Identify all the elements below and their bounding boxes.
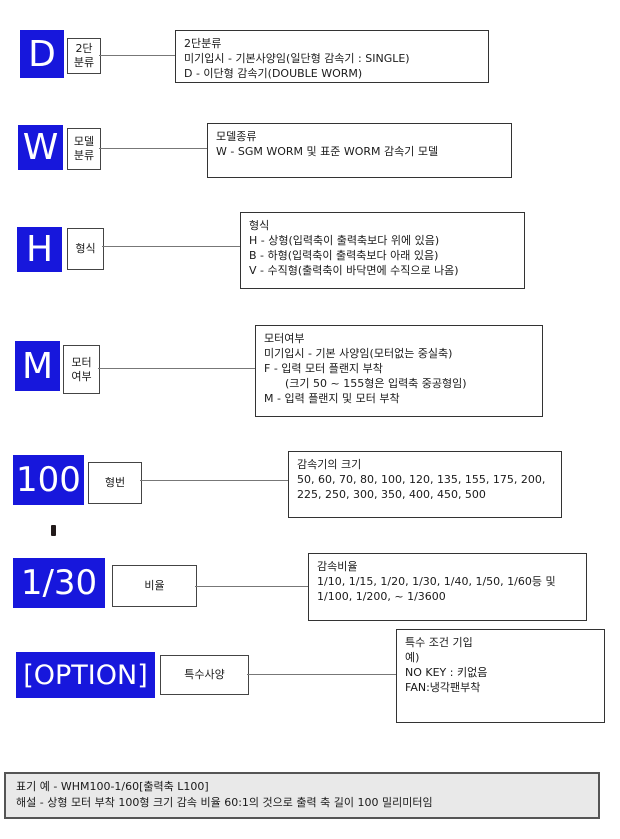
desc-line: V - 수직형(출력축이 바닥면에 수직으로 나옴)	[249, 264, 459, 277]
desc-title: 형식	[249, 219, 270, 232]
desc-title: 특수 조건 기입	[405, 636, 473, 649]
desc-title: 모델종류	[216, 130, 257, 143]
desc-box-size: 감속기의 크기 50, 60, 70, 80, 100, 120, 135, 1…	[288, 451, 562, 518]
desc-line: D - 이단형 감속기(DOUBLE WORM)	[184, 67, 363, 80]
connector-line	[247, 674, 396, 675]
desc-title: 모터여부	[264, 332, 305, 345]
tag-box-teuksusayang: 특수사양	[160, 655, 249, 695]
tag-line: 특수사양	[184, 668, 225, 681]
tag-box-hyeongbeon: 형번	[88, 462, 142, 504]
desc-line: FAN:냉각팬부착	[405, 681, 481, 694]
notation-explanation-line: 해설 - 상형 모터 부착 100형 크기 감속 비율 60:1의 것으로 출력…	[16, 796, 433, 809]
desc-line: F - 입력 모터 플랜지 부착	[264, 362, 383, 375]
tag-line: 분류	[73, 149, 95, 162]
tag-box-motor-yeobu: 모터 여부	[63, 345, 100, 394]
code-box-2dan: D	[20, 30, 64, 78]
desc-box-hyeongsik: 형식 H - 상형(입력축이 출력축보다 위에 있음) B - 하형(입력축이 …	[240, 212, 525, 289]
desc-box-motor: 모터여부 미기입시 - 기본 사양임(모터없는 중실축) F - 입력 모터 플…	[255, 325, 543, 417]
connector-line	[99, 148, 207, 149]
desc-line: H - 상형(입력축이 출력축보다 위에 있음)	[249, 234, 440, 247]
desc-line: 50, 60, 70, 80, 100, 120, 135, 155, 175,…	[297, 473, 546, 486]
code-box-hyeongbeon: 100	[13, 455, 84, 505]
connector-line	[98, 368, 255, 369]
desc-title: 감속기의 크기	[297, 458, 362, 471]
connector-line	[102, 246, 240, 247]
code-box-model: W	[18, 125, 63, 170]
connector-line	[195, 586, 308, 587]
desc-line: (크기 50 ~ 155형은 입력축 중공형임)	[264, 377, 467, 390]
desc-title: 2단분류	[184, 37, 222, 50]
code-box-motor: M	[15, 341, 60, 391]
separator-tick	[51, 525, 56, 536]
connector-line	[140, 480, 288, 481]
desc-box-2dan: 2단분류 미기입시 - 기본사양임(일단형 감속기 : SINGLE) D - …	[175, 30, 489, 83]
desc-line: 225, 250, 300, 350, 400, 450, 500	[297, 488, 486, 501]
tag-line: 형번	[104, 476, 126, 489]
desc-line: NO KEY : 키없음	[405, 666, 488, 679]
tag-box-hyeongsik: 형식	[67, 228, 104, 270]
tag-line: 분류	[73, 56, 95, 69]
connector-line	[99, 55, 175, 56]
tag-line: 비율	[144, 579, 165, 592]
tag-box-biyul: 비율	[112, 565, 197, 607]
desc-box-ratio: 감속비율 1/10, 1/15, 1/20, 1/30, 1/40, 1/50,…	[308, 553, 587, 621]
tag-line: 2단	[75, 42, 93, 55]
notation-example-box: 표기 예 - WHM100-1/60[출력축 L100] 해설 - 상형 모터 …	[4, 772, 600, 819]
desc-line: 미기입시 - 기본사양임(일단형 감속기 : SINGLE)	[184, 52, 410, 65]
tag-line: 모터	[71, 355, 92, 369]
tag-box-2dan-bunryu: 2단 분류	[67, 38, 101, 74]
tag-line: 모델	[73, 135, 95, 148]
desc-line: 미기입시 - 기본 사양임(모터없는 중실축)	[264, 347, 453, 360]
tag-line: 형식	[75, 242, 96, 255]
notation-example-line: 표기 예 - WHM100-1/60[출력축 L100]	[16, 780, 209, 793]
desc-box-option: 특수 조건 기입 예) NO KEY : 키없음 FAN:냉각팬부착	[396, 629, 605, 723]
desc-line: 예)	[405, 651, 420, 664]
desc-line: W - SGM WORM 및 표준 WORM 감속기 모델	[216, 145, 439, 158]
code-box-option: [OPTION]	[16, 652, 155, 698]
desc-title: 감속비율	[317, 560, 358, 573]
desc-line: M - 입력 플랜지 및 모터 부착	[264, 392, 400, 405]
desc-line: B - 하형(입력축이 출력축보다 아래 있음)	[249, 249, 439, 262]
desc-box-model: 모델종류 W - SGM WORM 및 표준 WORM 감속기 모델	[207, 123, 512, 178]
tag-box-model-bunryu: 모델 분류	[67, 128, 101, 170]
code-box-ratio: 1/30	[13, 558, 105, 608]
desc-line: 1/10, 1/15, 1/20, 1/30, 1/40, 1/50, 1/60…	[317, 575, 556, 588]
desc-line: 1/100, 1/200, ~ 1/3600	[317, 590, 446, 603]
code-box-hyeongsik: H	[17, 227, 62, 272]
tag-line: 여부	[71, 369, 92, 383]
